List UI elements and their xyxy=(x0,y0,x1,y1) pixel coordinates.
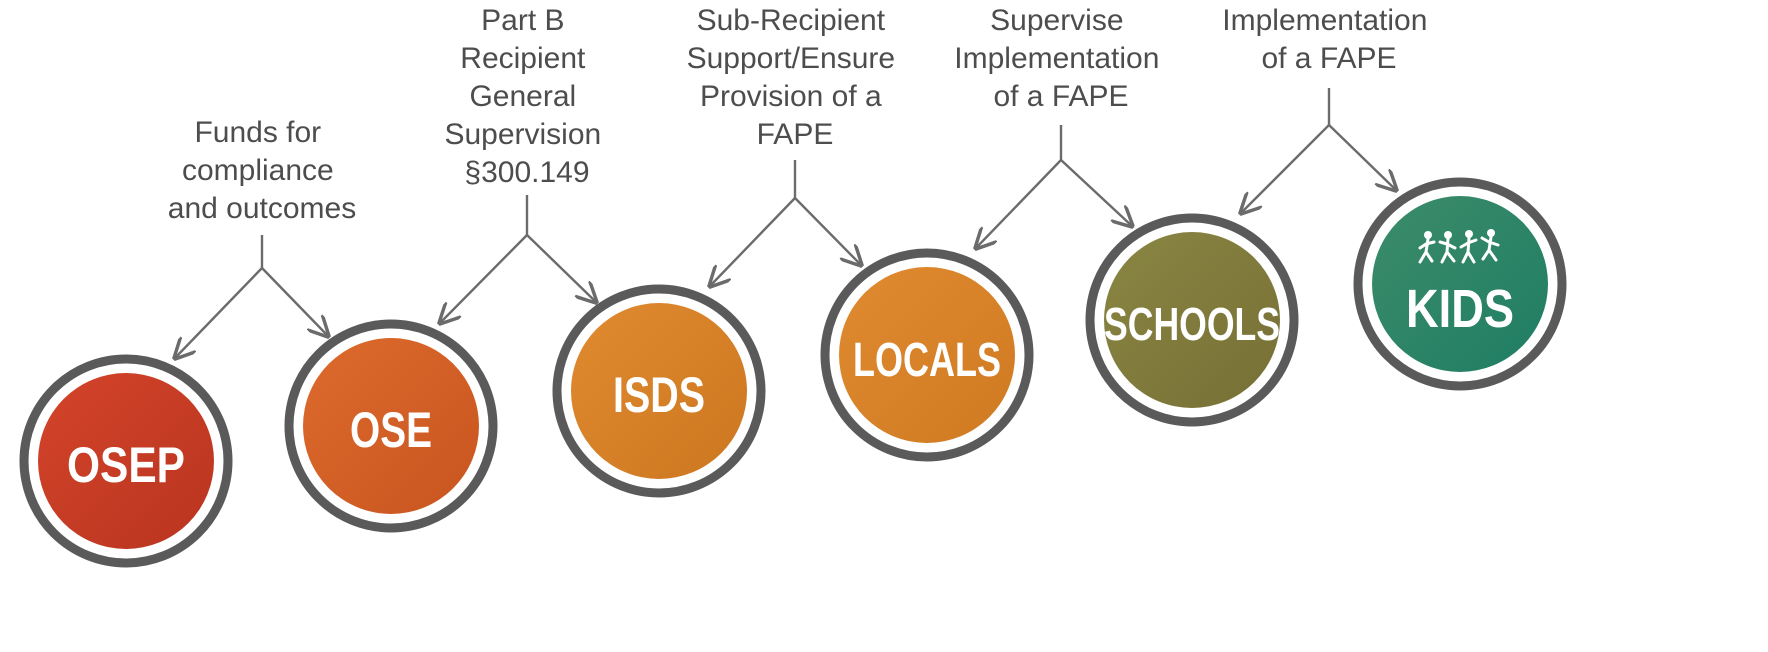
label-funds: Funds for compliance and outcomes xyxy=(168,116,356,225)
children-running-icon xyxy=(1418,229,1500,264)
label-implementation: Implementation of a FAPE xyxy=(1222,4,1435,75)
node-kids: KIDS xyxy=(1353,177,1567,391)
connector-sub-recipient xyxy=(710,160,861,286)
node-osep: OSEP xyxy=(19,354,233,568)
label-part-b: Part B Recipient General Supervision §30… xyxy=(444,4,609,189)
node-schools-label: SCHOOLS xyxy=(1104,298,1280,350)
connector-supervise xyxy=(976,125,1132,248)
node-locals-label: LOCALS xyxy=(853,334,1001,387)
connector-implementation xyxy=(1241,88,1396,213)
label-supervise: Supervise Implementation of a FAPE xyxy=(954,4,1167,113)
node-osep-label: OSEP xyxy=(67,437,185,493)
node-schools: SCHOOLS xyxy=(1085,213,1299,427)
connector-part-b xyxy=(440,195,596,323)
node-isds-label: ISDS xyxy=(613,367,705,423)
node-ose-label: OSE xyxy=(350,402,432,458)
node-isds: ISDS xyxy=(552,284,766,498)
node-ose: OSE xyxy=(284,319,498,533)
node-kids-label: KIDS xyxy=(1406,279,1514,339)
connector-funds xyxy=(175,235,328,358)
node-locals: LOCALS xyxy=(820,248,1034,462)
label-sub-recipient: Sub-Recipient Support/Ensure Provision o… xyxy=(687,4,904,151)
